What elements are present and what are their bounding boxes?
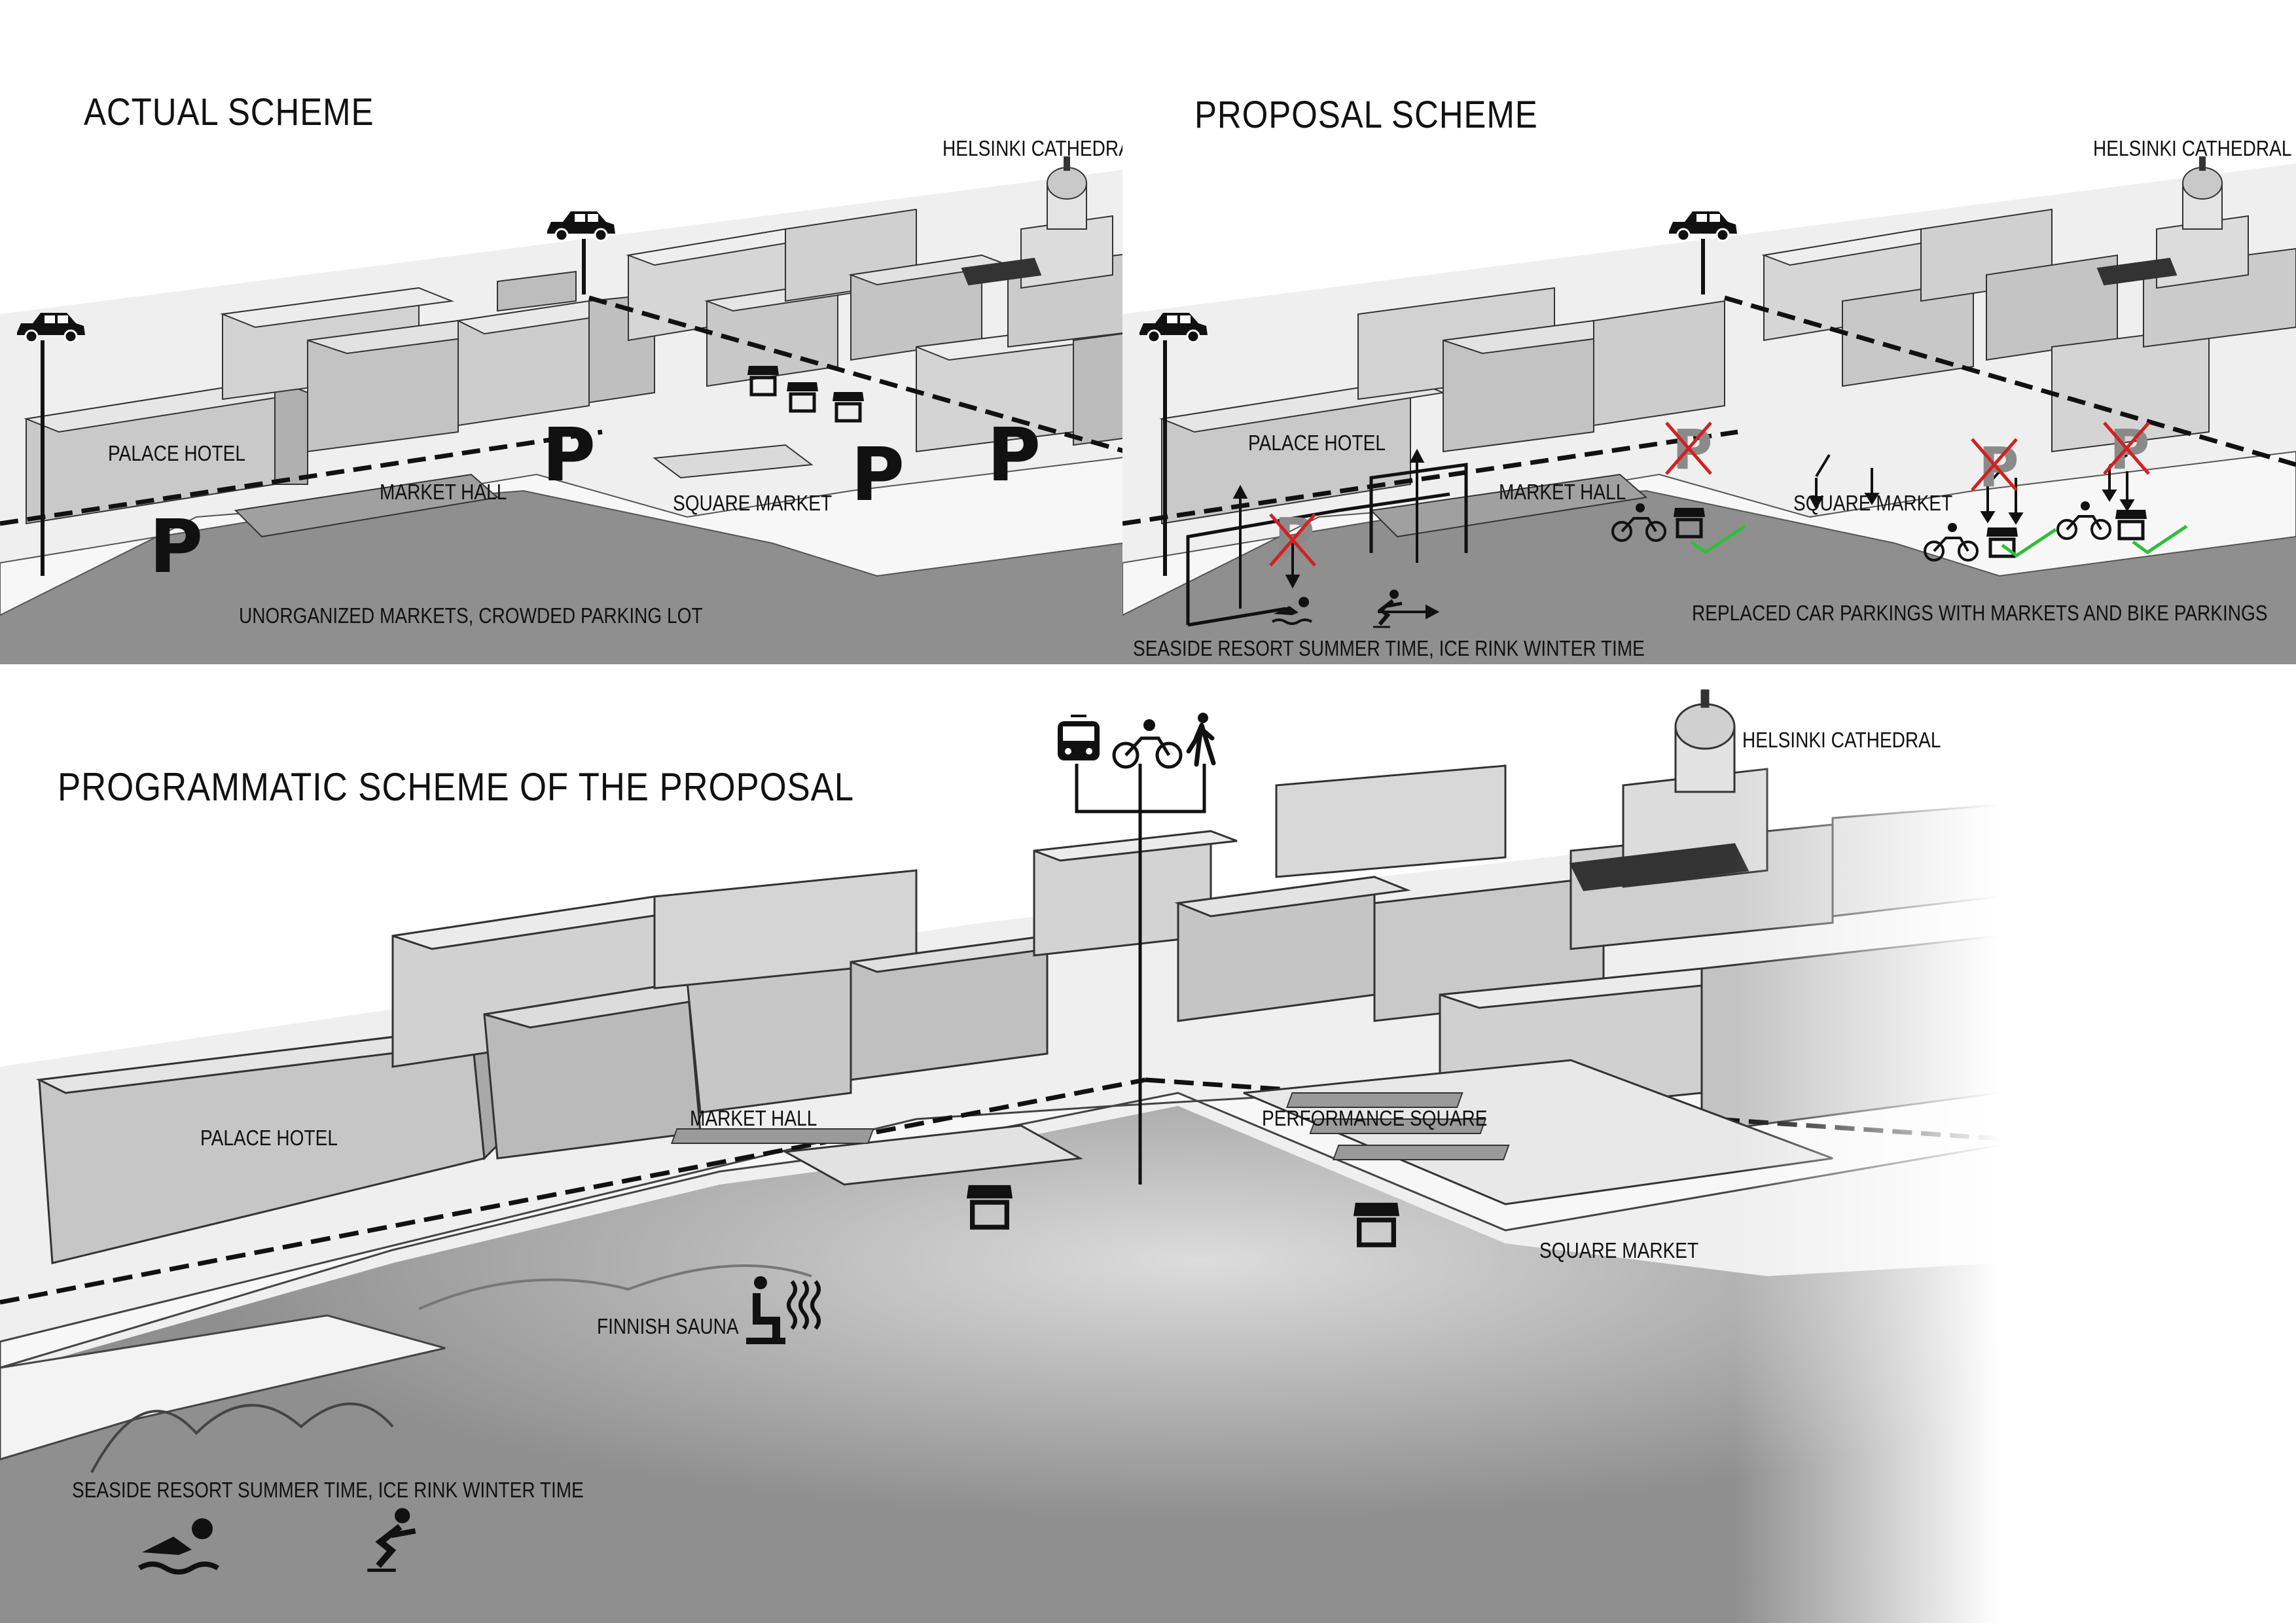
actual-square-market-label: SQUARE MARKET xyxy=(673,491,833,515)
swimmer-icon xyxy=(1271,597,1313,625)
programmatic-performance-square-label: PERFORMANCE SQUARE xyxy=(1262,1106,1488,1130)
car-icon xyxy=(1669,211,1737,242)
market-stall-icon xyxy=(1353,1202,1400,1247)
proposal-cathedral-label: HELSINKI CATHEDRAL xyxy=(2093,136,2292,160)
market-stall-icon xyxy=(1986,527,2018,558)
actual-market-hall-label: MARKET HALL xyxy=(380,480,507,504)
pedestrian-icon xyxy=(1186,713,1216,767)
checkmark-icon xyxy=(1690,524,1746,555)
parking-sign: P xyxy=(542,413,596,498)
car-icon xyxy=(17,313,85,344)
proposal-caption-resort: SEASIDE RESORT SUMMER TIME, ICE RINK WIN… xyxy=(1133,636,1645,660)
parking-sign: P xyxy=(987,413,1041,498)
parking-sign: P xyxy=(149,505,204,590)
market-stall-icon xyxy=(1674,508,1705,539)
programmatic-square-market-label: SQUARE MARKET xyxy=(1539,1238,1699,1262)
car-icon xyxy=(547,211,615,242)
programmatic-cathedral-label: HELSINKI CATHEDRAL xyxy=(1742,728,1941,752)
market-stall-icon xyxy=(747,366,779,397)
programmatic-scheme-drawing xyxy=(0,687,2296,1623)
bicycle-icon xyxy=(1611,503,1666,542)
bicycle-icon xyxy=(2056,501,2111,540)
proposal-scheme-drawing xyxy=(1122,65,2296,664)
programmatic-finnish-sauna-label: FINNISH SAUNA xyxy=(597,1314,739,1338)
swimmer-icon xyxy=(137,1518,220,1575)
programmatic-scheme-panel: PROGRAMMATIC SCHEME OF THE PROPOSAL HELS… xyxy=(0,687,2296,1623)
bicycle-icon xyxy=(1112,719,1183,769)
actual-caption: UNORGANIZED MARKETS, CROWDED PARKING LOT xyxy=(239,603,703,628)
parking-crossed-icon xyxy=(1971,438,2018,491)
car-icon xyxy=(1139,313,1208,344)
parking-sign: P xyxy=(851,433,905,518)
proposal-market-hall-label: MARKET HALL xyxy=(1499,480,1626,504)
sauna-icon xyxy=(746,1276,821,1344)
parking-crossed-icon xyxy=(1665,421,1712,475)
proposal-scheme-panel: PROPOSAL SCHEME HELSINKI CATHEDRAL PALAC… xyxy=(1122,65,2296,664)
actual-scheme-panel: ACTUAL SCHEME HELSINKI CATHEDRAL PALACE … xyxy=(0,65,1172,664)
market-stall-icon xyxy=(787,382,818,413)
parking-crossed-icon xyxy=(2103,421,2150,475)
skater-icon xyxy=(367,1508,416,1572)
programmatic-scheme-heading: PROGRAMMATIC SCHEME OF THE PROPOSAL xyxy=(58,765,854,809)
actual-palace-hotel-label: PALACE HOTEL xyxy=(108,441,245,465)
proposal-scheme-heading: PROPOSAL SCHEME xyxy=(1194,94,1538,136)
actual-scheme-heading: ACTUAL SCHEME xyxy=(84,91,374,134)
market-stall-icon xyxy=(966,1185,1013,1230)
checkmark-icon xyxy=(2001,527,2057,558)
programmatic-market-hall-label: MARKET HALL xyxy=(690,1106,817,1130)
skater-icon xyxy=(1373,590,1403,628)
market-stall-icon xyxy=(833,392,864,423)
proposal-caption-parkings: REPLACED CAR PARKINGS WITH MARKETS AND B… xyxy=(1692,601,2268,625)
proposal-square-market-label: SQUARE MARKET xyxy=(1793,491,1953,515)
actual-cathedral-label: HELSINKI CATHEDRAL xyxy=(942,136,1141,160)
programmatic-caption: SEASIDE RESORT SUMMER TIME, ICE RINK WIN… xyxy=(72,1478,584,1502)
parking-crossed-icon xyxy=(1269,513,1316,567)
bicycle-icon xyxy=(1924,523,1979,562)
actual-scheme-drawing xyxy=(0,65,1172,664)
programmatic-palace-hotel-label: PALACE HOTEL xyxy=(200,1126,338,1150)
proposal-palace-hotel-label: PALACE HOTEL xyxy=(1248,431,1386,455)
checkmark-icon xyxy=(2132,524,2188,555)
tram-icon xyxy=(1058,715,1100,760)
market-stall-icon xyxy=(2115,510,2147,541)
